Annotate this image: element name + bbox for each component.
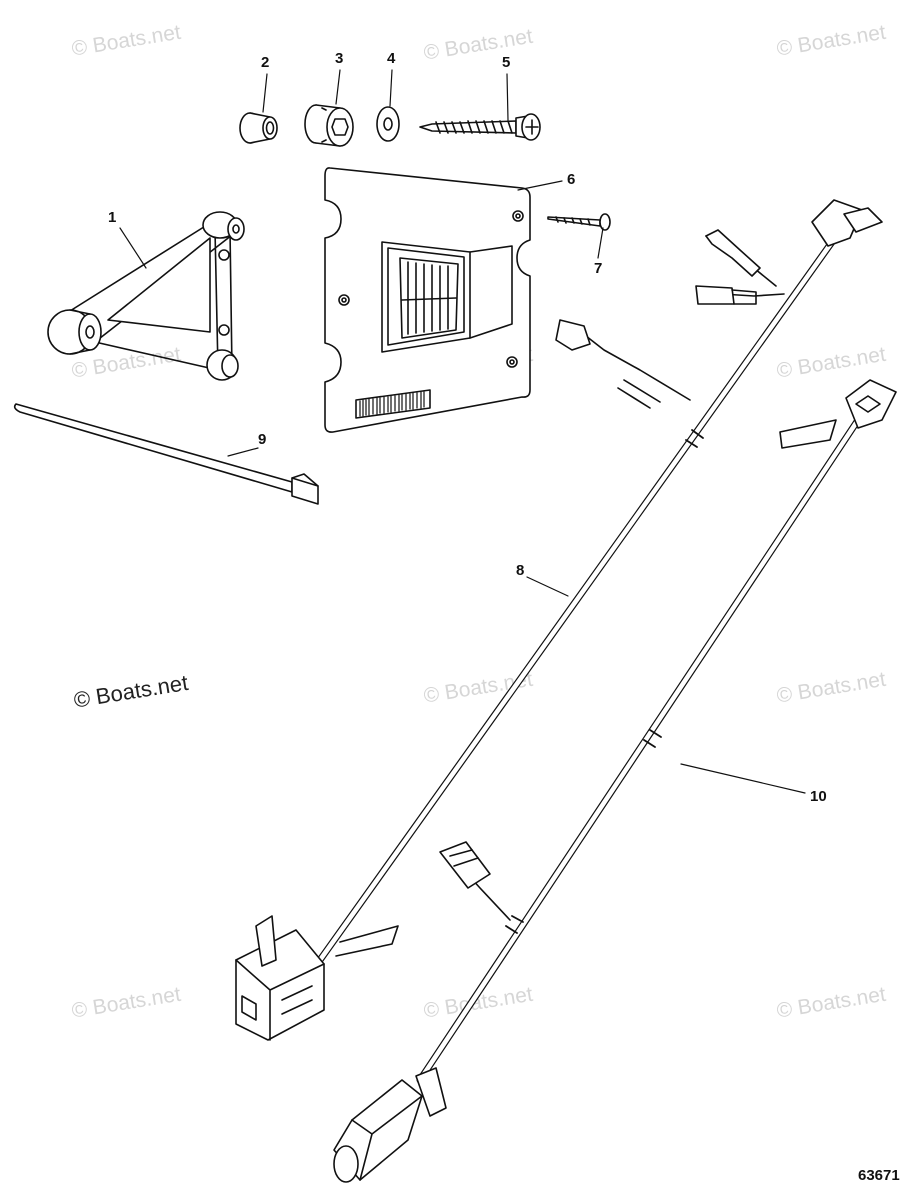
small-screw-part bbox=[547, 213, 611, 231]
callout-1: 1 bbox=[108, 209, 117, 226]
callout-9: 9 bbox=[258, 431, 267, 448]
callout-6: 6 bbox=[567, 171, 576, 188]
callout-8: 8 bbox=[516, 562, 525, 579]
harness-8-part bbox=[235, 199, 883, 1041]
mounting-plate-part bbox=[324, 167, 531, 433]
bushing-part bbox=[239, 112, 278, 144]
grommet-part bbox=[304, 104, 354, 147]
washer-part bbox=[376, 106, 400, 142]
callout-4: 4 bbox=[387, 50, 396, 67]
screw-part bbox=[419, 113, 541, 141]
callout-10: 10 bbox=[810, 788, 827, 805]
bracket-part bbox=[47, 211, 245, 381]
callout-7: 7 bbox=[594, 260, 603, 277]
leader-lines bbox=[119, 69, 806, 794]
callout-2: 2 bbox=[261, 54, 270, 71]
callout-5: 5 bbox=[502, 54, 511, 71]
cable-tie-part bbox=[13, 403, 319, 505]
callout-3: 3 bbox=[335, 50, 344, 67]
figure-number: 63671 bbox=[858, 1167, 900, 1184]
harness-10-part bbox=[333, 379, 897, 1183]
